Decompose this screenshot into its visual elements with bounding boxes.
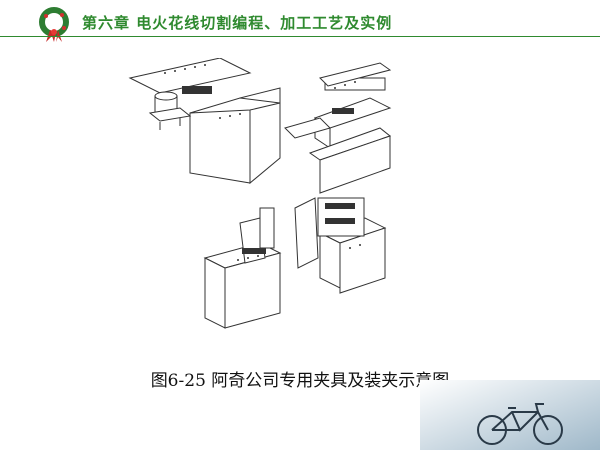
diagram-bottom-right xyxy=(294,197,387,294)
diagram-bottom-left xyxy=(203,207,282,329)
figure-caption: 图6-25 阿奇公司专用夹具及装夹示意图 xyxy=(150,371,450,391)
diagram-top-left xyxy=(128,57,281,184)
diagram-bottom-left-holes xyxy=(237,248,266,261)
fixture-figure xyxy=(120,57,410,348)
christmas-wreath-icon xyxy=(39,7,69,42)
diagram-top-right xyxy=(284,62,392,194)
fixture-clamping-diagram xyxy=(128,57,392,329)
diagram-top-right-holes xyxy=(332,81,356,114)
page-title: 第六章 电火花线切割编程、加工工艺及实例 xyxy=(82,14,393,32)
bicycle-icon xyxy=(420,380,600,450)
diagram-bottom-right-holes xyxy=(325,203,361,249)
header-divider xyxy=(0,36,600,37)
diagram-top-left-holes xyxy=(164,64,241,119)
slide-header: 第六章 电火花线切割编程、加工工艺及实例 xyxy=(0,0,600,42)
